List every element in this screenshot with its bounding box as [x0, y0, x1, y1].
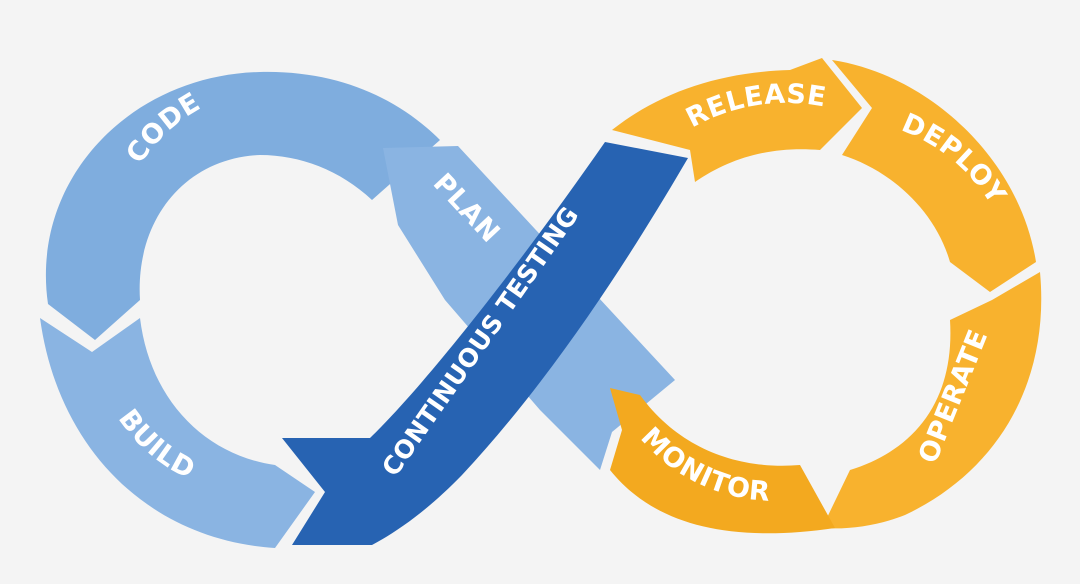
operate-segment	[822, 272, 1042, 529]
code-segment	[45, 71, 440, 340]
right-loop	[610, 58, 1042, 534]
monitor-segment	[610, 388, 835, 534]
continuous-testing-arrow	[282, 142, 688, 545]
release-segment	[612, 58, 862, 182]
build-segment	[40, 318, 315, 548]
deploy-segment	[832, 60, 1036, 292]
